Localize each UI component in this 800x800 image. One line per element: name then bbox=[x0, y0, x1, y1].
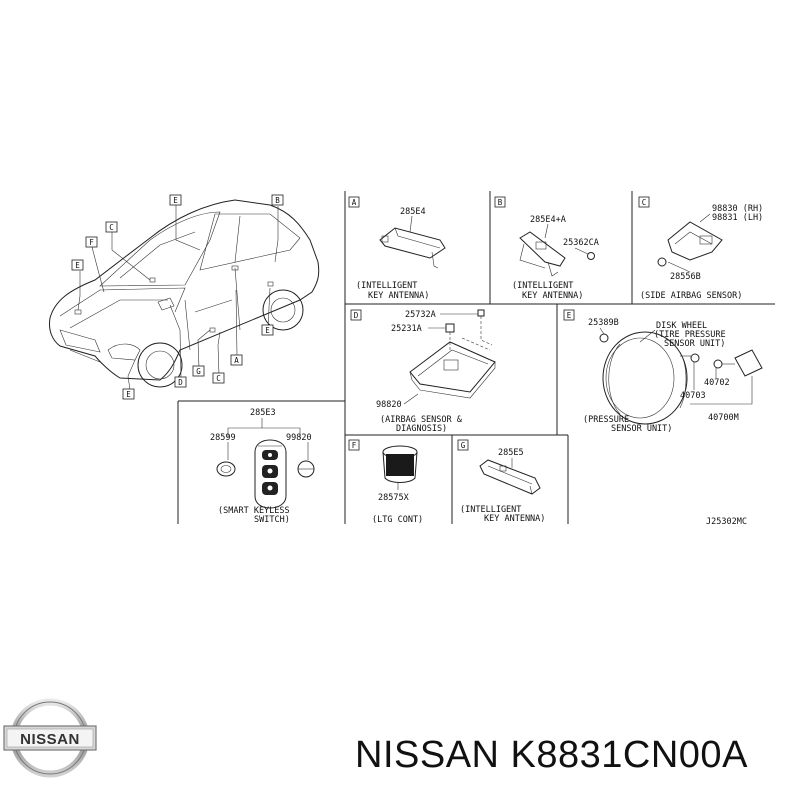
panel-key-part-number-2: 28599 bbox=[210, 433, 236, 443]
panel-g-part-number-1: 285E5 bbox=[498, 448, 524, 458]
panel-c-part-number-2: 98831 (LH) bbox=[712, 213, 763, 223]
svg-text:E: E bbox=[173, 196, 178, 205]
callout-tag: A bbox=[230, 354, 243, 366]
nissan-logo: NISSAN bbox=[3, 698, 97, 778]
panel-a-caption-1: (INTELLIGENT bbox=[356, 281, 417, 291]
panel-d-part-number-2: 25231A bbox=[391, 324, 422, 334]
panel-b-part-number-2: 25362CA bbox=[563, 238, 599, 248]
panel-a-caption-2: KEY ANTENNA) bbox=[368, 291, 429, 301]
panel-f-letter: F bbox=[352, 441, 357, 450]
panel-e-callout-3: SENSOR UNIT) bbox=[664, 339, 725, 349]
panel-e-part-number-2: 40702 bbox=[704, 378, 730, 388]
panel-c-part-number-1: 98830 (RH) bbox=[712, 204, 763, 214]
svg-text:G: G bbox=[196, 367, 201, 376]
panel-key-caption-2: SWITCH) bbox=[254, 515, 290, 525]
panel-b-part-number-1: 285E4+A bbox=[530, 215, 566, 225]
panel-a: A 285E4 (INTELLIGENT KEY ANTENNA) bbox=[348, 196, 446, 301]
panel-c-letter: C bbox=[642, 198, 647, 207]
callout-tag: E bbox=[122, 388, 135, 400]
panel-a-part-number: 285E4 bbox=[400, 207, 426, 217]
callout-tag: F bbox=[85, 236, 98, 248]
svg-text:NISSAN: NISSAN bbox=[20, 731, 80, 748]
svg-text:A: A bbox=[234, 356, 239, 365]
panel-key: 285E3 28599 99820 (SMART KEYLESS SWITCH) bbox=[210, 408, 315, 525]
panel-g-caption-1: (INTELLIGENT bbox=[460, 505, 521, 515]
panel-d-letter: D bbox=[354, 311, 359, 320]
page-title: NISSAN K8831CN00A bbox=[355, 734, 748, 776]
panel-b-letter: B bbox=[498, 198, 503, 207]
panel-c-part-number-3: 28556B bbox=[670, 272, 701, 282]
panel-d: D 25732A 25231A 98820 (AIRBAG SENSOR & D… bbox=[350, 309, 496, 434]
panel-f-caption-1: (LTG CONT) bbox=[372, 515, 423, 525]
panel-e-part-number-4: 40700M bbox=[708, 413, 739, 423]
callout-tag: C bbox=[212, 372, 225, 384]
svg-text:E: E bbox=[126, 390, 131, 399]
panel-key-caption-1: (SMART KEYLESS bbox=[218, 506, 290, 516]
panel-d-caption-2: DIAGNOSIS) bbox=[396, 424, 447, 434]
panel-c: C 98830 (RH) 98831 (LH) 28556B (SIDE AIR… bbox=[638, 196, 763, 301]
panel-g-letter: G bbox=[461, 441, 466, 450]
panel-f: F 28575X (LTG CONT) bbox=[348, 439, 423, 525]
svg-text:C: C bbox=[216, 374, 221, 383]
callout-tag: E bbox=[261, 324, 274, 336]
panel-e-letter: E bbox=[567, 311, 572, 320]
panel-e-callout-1: DISK WHEEL bbox=[656, 321, 707, 331]
callout-tag: B bbox=[271, 194, 284, 206]
svg-text:D: D bbox=[178, 378, 183, 387]
panel-c-caption-1: (SIDE AIRBAG SENSOR) bbox=[640, 291, 742, 301]
callout-tag: G bbox=[192, 365, 205, 377]
diagram-code: J25302MC bbox=[706, 517, 747, 527]
panel-b-caption-1: (INTELLIGENT bbox=[512, 281, 573, 291]
panel-grid bbox=[177, 191, 775, 524]
svg-text:E: E bbox=[75, 261, 80, 270]
panel-key-part-number-3: 99820 bbox=[286, 433, 312, 443]
panel-e-caption-1: (PRESSURE bbox=[583, 415, 629, 425]
panel-f-part-number-1: 28575X bbox=[378, 493, 410, 503]
panel-e-caption-2: SENSOR UNIT) bbox=[611, 424, 672, 434]
car-overview: E B C F E E A G C D E bbox=[49, 194, 320, 400]
panel-d-part-number-3: 98820 bbox=[376, 400, 402, 410]
svg-text:B: B bbox=[275, 196, 280, 205]
svg-text:C: C bbox=[109, 223, 114, 232]
panel-e-part-number-3: 40703 bbox=[680, 391, 706, 401]
svg-text:F: F bbox=[89, 238, 94, 247]
callout-tag: D bbox=[174, 376, 187, 388]
callout-tag: E bbox=[169, 194, 182, 206]
callout-tag: C bbox=[105, 221, 118, 233]
callout-tag: E bbox=[71, 259, 84, 271]
panel-g: G 285E5 (INTELLIGENT KEY ANTENNA) bbox=[457, 439, 545, 524]
panel-d-caption-1: (AIRBAG SENSOR & bbox=[380, 415, 463, 425]
panel-g-caption-2: KEY ANTENNA) bbox=[484, 514, 545, 524]
panel-e-callout-2: (TIRE PRESSURE bbox=[654, 330, 726, 340]
panel-key-part-number-1: 285E3 bbox=[250, 408, 276, 418]
svg-text:E: E bbox=[265, 326, 270, 335]
panel-e-part-number-1: 25389B bbox=[588, 318, 619, 328]
panel-a-letter: A bbox=[352, 198, 357, 207]
panel-b: B 285E4+A 25362CA (INTELLIGENT KEY ANTEN… bbox=[494, 196, 599, 301]
panel-e: E 25389B DISK WHEEL (TIRE PRESSURE SENSO… bbox=[563, 309, 763, 434]
panel-b-caption-2: KEY ANTENNA) bbox=[522, 291, 583, 301]
panel-d-part-number-1: 25732A bbox=[405, 310, 436, 320]
